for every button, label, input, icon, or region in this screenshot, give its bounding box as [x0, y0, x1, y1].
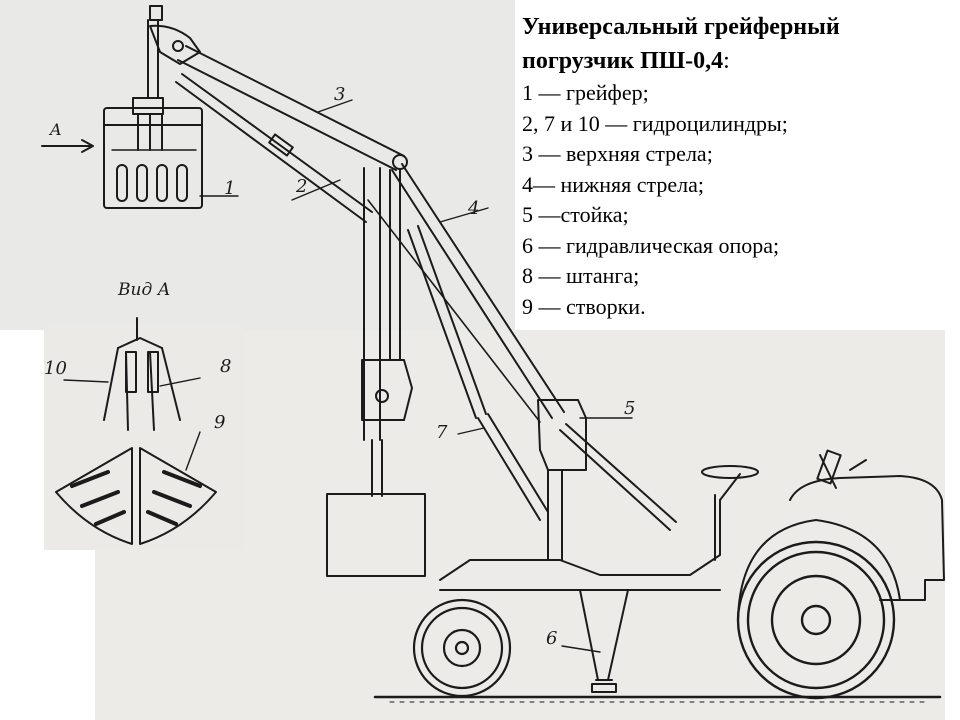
grab-rod: [147, 5, 201, 99]
scan-paper-area: [0, 0, 515, 330]
upright-stand: [537, 399, 677, 561]
legend-title-suffix: :: [723, 48, 730, 74]
legend-item: 8 — штанга;: [522, 263, 640, 288]
hydraulic-cylinder-7: [407, 225, 549, 521]
view-arrow: [41, 139, 94, 153]
callout-label-6: 6: [546, 628, 558, 649]
legend-item: 6 — гидравлическая опора;: [522, 232, 780, 258]
legend-item: 4— нижняя стрела;: [522, 171, 705, 197]
view-arrow-label: A: [50, 120, 62, 139]
legend-item: 1 — грейфер;: [522, 80, 649, 105]
legend-item: 2, 7 и 10 — гидроцилиндры;: [522, 110, 788, 136]
callout-label-5: 5: [624, 398, 636, 419]
legend-title-text: Универсальный грейферный погрузчик ПШ-0,…: [522, 14, 840, 74]
ground-line: [373, 695, 942, 703]
callout-label-4: 4: [468, 198, 480, 219]
tractor-frame: [439, 465, 759, 591]
hydraulic-support: [579, 589, 629, 693]
callout-label-2: 2: [296, 176, 308, 197]
callout-label-8: 8: [220, 356, 232, 377]
grab-bucket: [103, 97, 203, 209]
legend-panel: Универсальный грейферный погрузчик ПШ-0,…: [522, 10, 942, 322]
load-block: [326, 493, 426, 577]
engine-hood: [789, 449, 945, 601]
lower-boom: [367, 163, 565, 423]
view-title: Вид А: [118, 280, 171, 300]
callout-leaders: [63, 99, 633, 653]
front-wheel: [412, 598, 512, 698]
callout-label-10: 10: [44, 358, 67, 379]
callout-label-1: 1: [224, 178, 236, 199]
grab-front-view: [55, 317, 217, 545]
hydraulic-cylinder-2: [175, 73, 373, 223]
rear-wheel: [736, 519, 901, 700]
legend-list: 1 — грейфер; 2, 7 и 10 — гидроцилиндры; …: [522, 78, 942, 322]
legend-item: 9 — створки.: [522, 293, 646, 319]
legend-title: Универсальный грейферный погрузчик ПШ-0,…: [522, 10, 942, 78]
legend-item: 5 —стойка;: [522, 202, 629, 227]
callout-label-9: 9: [214, 412, 226, 433]
callout-label-3: 3: [334, 84, 346, 105]
mast: [361, 167, 413, 497]
callout-label-7: 7: [436, 422, 448, 443]
legend-item: 3 — верхняя стрела;: [522, 141, 713, 166]
